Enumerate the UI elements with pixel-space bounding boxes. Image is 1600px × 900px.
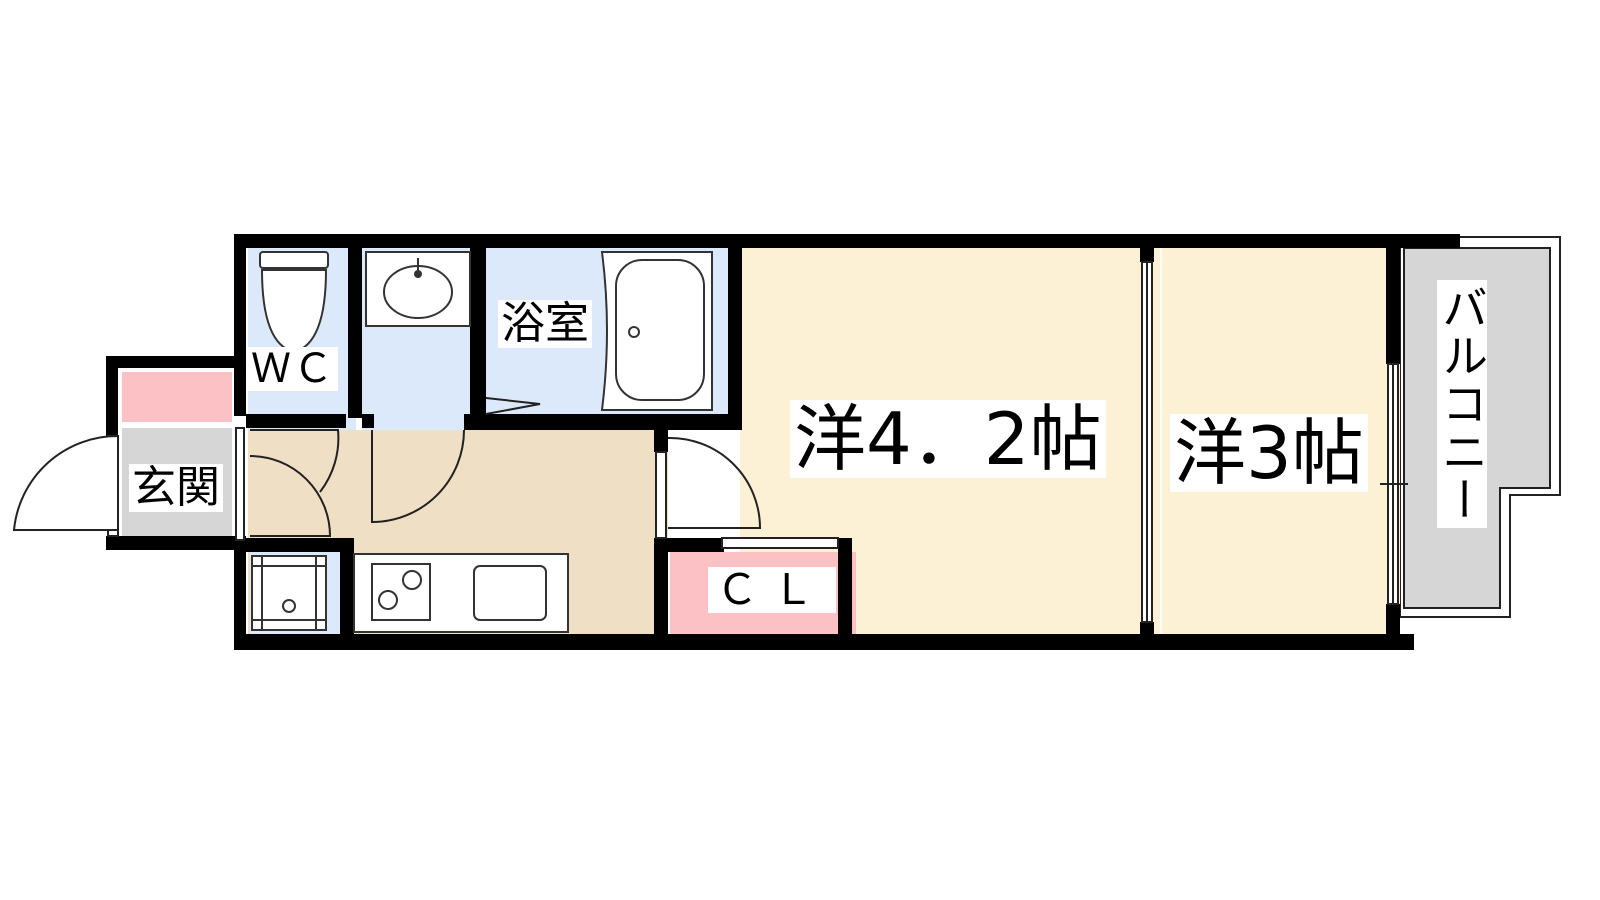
room-label-western-3: 洋3帖	[1170, 414, 1368, 492]
doors	[12, 397, 762, 537]
room-label-balcony: バルコニー	[1435, 280, 1489, 528]
shoe-box	[122, 372, 232, 422]
sink-icon	[365, 251, 471, 327]
room-label-western-4-2: 洋4．2帖	[790, 400, 1106, 478]
toilet-icon	[259, 251, 329, 354]
stove-icon	[353, 553, 569, 633]
room-label-closet: ＣＬ	[708, 567, 837, 613]
room-label-bath: 浴室	[498, 300, 592, 348]
walls	[106, 234, 1460, 650]
bathtub-icon	[600, 251, 713, 411]
room-label-wc: ＷＣ	[248, 347, 338, 391]
washing-machine-icon	[251, 555, 327, 631]
room-label-entrance: 玄関	[129, 464, 223, 512]
